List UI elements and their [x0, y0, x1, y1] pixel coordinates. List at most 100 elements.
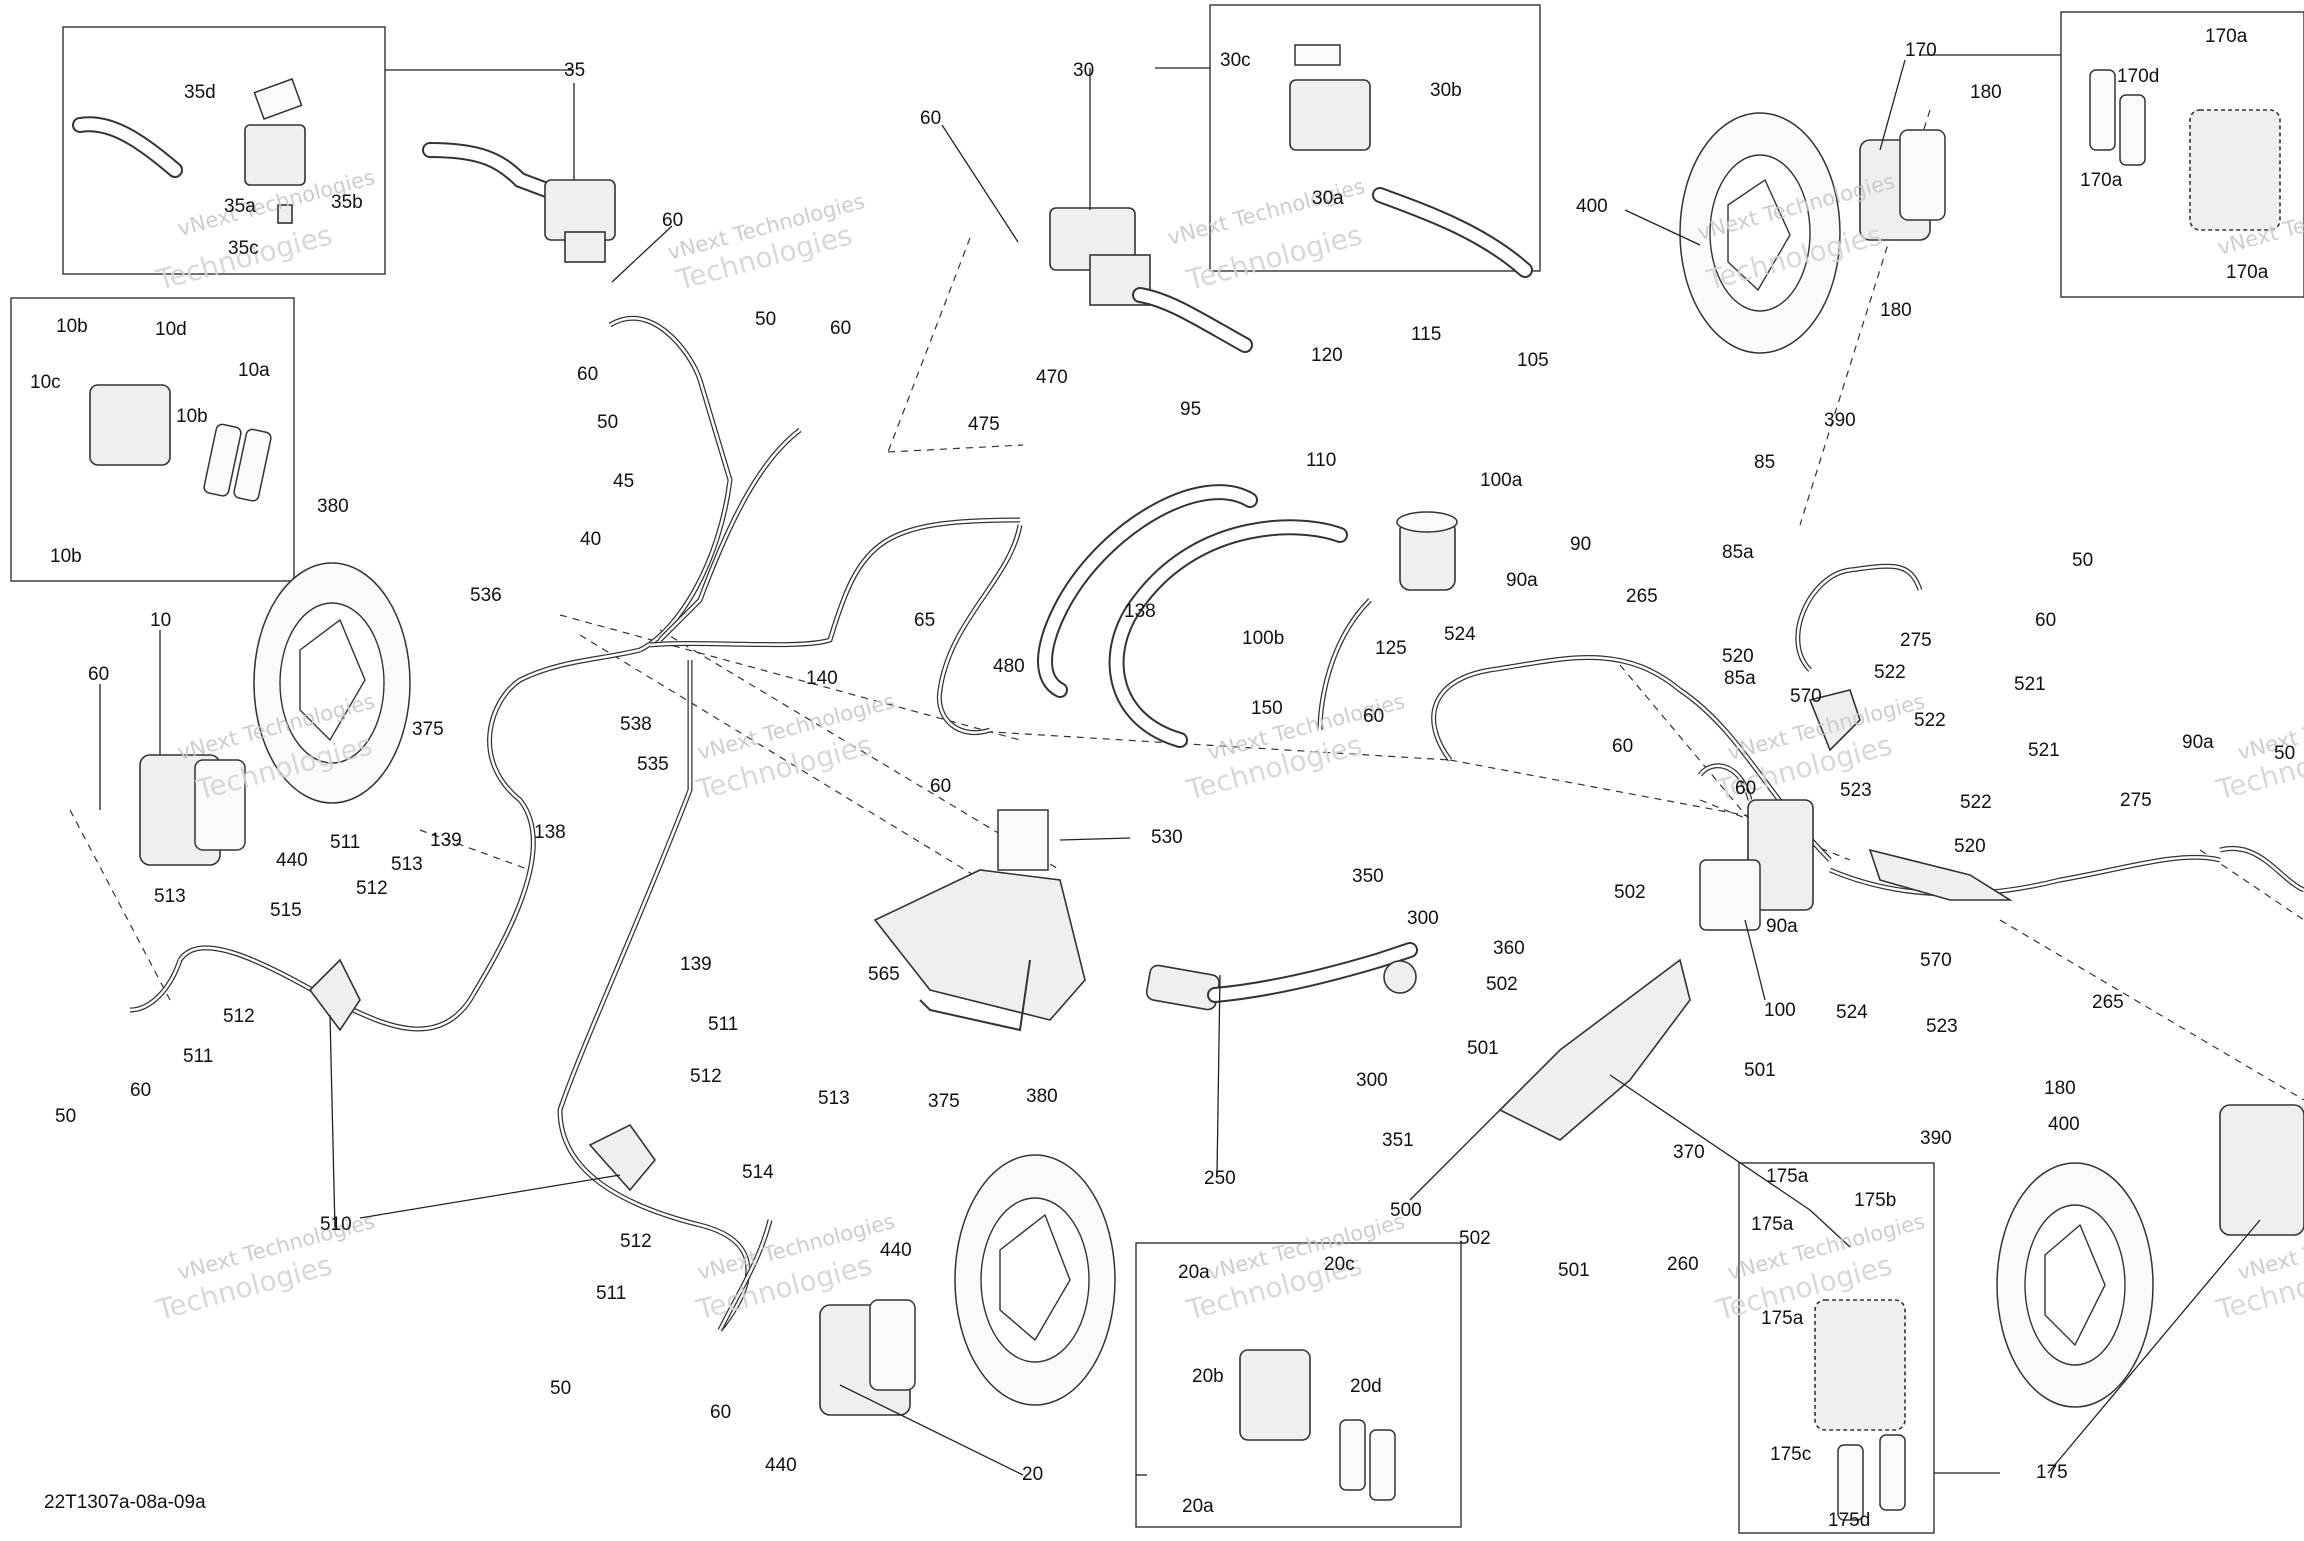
- detail-175-parts: [1814, 1299, 1906, 1521]
- label-175a: 175a: [1761, 1308, 1804, 1329]
- label-140: 140: [806, 668, 838, 689]
- label-522: 522: [1914, 710, 1946, 731]
- label-115: 115: [1411, 324, 1441, 345]
- label-100: 100: [1764, 1000, 1796, 1021]
- label-380: 380: [317, 496, 349, 517]
- label-375: 375: [412, 719, 444, 740]
- brake-disc-380-front: [954, 1154, 1116, 1406]
- label-275: 275: [2120, 790, 2152, 811]
- label-350: 350: [1352, 866, 1384, 887]
- label-95: 95: [1180, 399, 1201, 420]
- label-20a: 20a: [1178, 1262, 1210, 1283]
- label-500: 500: [1390, 1200, 1422, 1221]
- detail-20-parts: [1239, 1349, 1396, 1501]
- label-170d: 170d: [2117, 66, 2159, 87]
- label-501: 501: [1744, 1060, 1776, 1081]
- splitter-520-lower: [1868, 848, 2013, 901]
- label-10b: 10b: [50, 546, 82, 567]
- label-60: 60: [662, 210, 683, 231]
- reservoir-100a: [1396, 511, 1458, 591]
- label-60: 60: [1735, 778, 1756, 799]
- label-512: 512: [620, 1231, 652, 1252]
- label-511: 511: [330, 832, 360, 853]
- label-440: 440: [765, 1455, 797, 1476]
- label-535: 535: [637, 754, 669, 775]
- label-360: 360: [1493, 938, 1525, 959]
- label-50: 50: [2274, 743, 2295, 764]
- master-cylinder-30: [1049, 207, 1253, 353]
- label-60: 60: [88, 664, 109, 685]
- brake-caliper-20: [819, 1299, 916, 1416]
- label-175c: 175c: [1770, 1444, 1811, 1465]
- splitter-520-upper: [1808, 689, 1861, 752]
- label-522: 522: [1874, 662, 1906, 683]
- brake-caliper-10: [139, 754, 246, 866]
- label-125: 125: [1375, 638, 1407, 659]
- label-100a: 100a: [1480, 470, 1523, 491]
- label-175b: 175b: [1854, 1190, 1896, 1211]
- brake-caliper-175: [2219, 1104, 2304, 1236]
- brake-disc-380-left: [253, 562, 411, 804]
- label-120: 120: [1311, 345, 1343, 366]
- label-175d: 175d: [1828, 1510, 1870, 1531]
- label-10: 10: [150, 610, 171, 631]
- leader-lines: [99, 54, 2261, 1476]
- label-60: 60: [2035, 610, 2056, 631]
- label-180: 180: [1970, 82, 2002, 103]
- label-514: 514: [742, 1162, 774, 1183]
- label-515: 515: [270, 900, 302, 921]
- label-536: 536: [470, 585, 502, 606]
- label-65: 65: [914, 610, 935, 631]
- label-175: 175: [2036, 1462, 2068, 1483]
- label-260: 260: [1667, 1254, 1699, 1275]
- label-400: 400: [1576, 196, 1608, 217]
- label-530: 530: [1151, 827, 1183, 848]
- label-180: 180: [2044, 1078, 2076, 1099]
- label-30: 30: [1073, 60, 1094, 81]
- label-85: 85: [1754, 452, 1775, 473]
- label-522: 522: [1960, 792, 1992, 813]
- label-513: 513: [818, 1088, 850, 1109]
- label-10b: 10b: [56, 316, 88, 337]
- label-105: 105: [1517, 350, 1549, 371]
- label-20d: 20d: [1350, 1376, 1382, 1397]
- label-85a: 85a: [1722, 542, 1754, 563]
- label-85a: 85a: [1724, 668, 1756, 689]
- brake-caliper-170: [1859, 129, 1946, 241]
- label-60: 60: [710, 1402, 731, 1423]
- label-50: 50: [55, 1106, 76, 1127]
- label-175a: 175a: [1751, 1214, 1794, 1235]
- master-cylinder-100: [1699, 799, 1814, 931]
- label-538: 538: [620, 714, 652, 735]
- label-370: 370: [1673, 1142, 1705, 1163]
- label-511: 511: [708, 1014, 738, 1035]
- label-523: 523: [1926, 1016, 1958, 1037]
- label-35: 35: [564, 60, 585, 81]
- label-524: 524: [1444, 624, 1476, 645]
- label-90a: 90a: [2182, 732, 2214, 753]
- label-521: 521: [2028, 740, 2060, 761]
- label-30c: 30c: [1220, 50, 1251, 71]
- label-30b: 30b: [1430, 80, 1462, 101]
- label-60: 60: [920, 108, 941, 129]
- label-440: 440: [276, 850, 308, 871]
- label-35d: 35d: [184, 82, 216, 103]
- label-90a: 90a: [1506, 570, 1538, 591]
- detail-frame-35: [62, 26, 386, 275]
- label-390: 390: [1920, 1128, 1952, 1149]
- label-139: 139: [680, 954, 712, 975]
- label-30a: 30a: [1312, 188, 1344, 209]
- label-35a: 35a: [224, 196, 256, 217]
- label-60: 60: [1363, 706, 1384, 727]
- label-480: 480: [993, 656, 1025, 677]
- label-390: 390: [1824, 410, 1856, 431]
- label-138: 138: [1124, 601, 1156, 622]
- label-10d: 10d: [155, 319, 187, 340]
- detail-10-parts: [89, 384, 272, 502]
- label-511: 511: [183, 1046, 213, 1067]
- label-60: 60: [130, 1080, 151, 1101]
- brake-disc-400-top: [1679, 112, 1841, 354]
- detail-35-parts: [72, 78, 306, 224]
- label-20c: 20c: [1324, 1254, 1355, 1275]
